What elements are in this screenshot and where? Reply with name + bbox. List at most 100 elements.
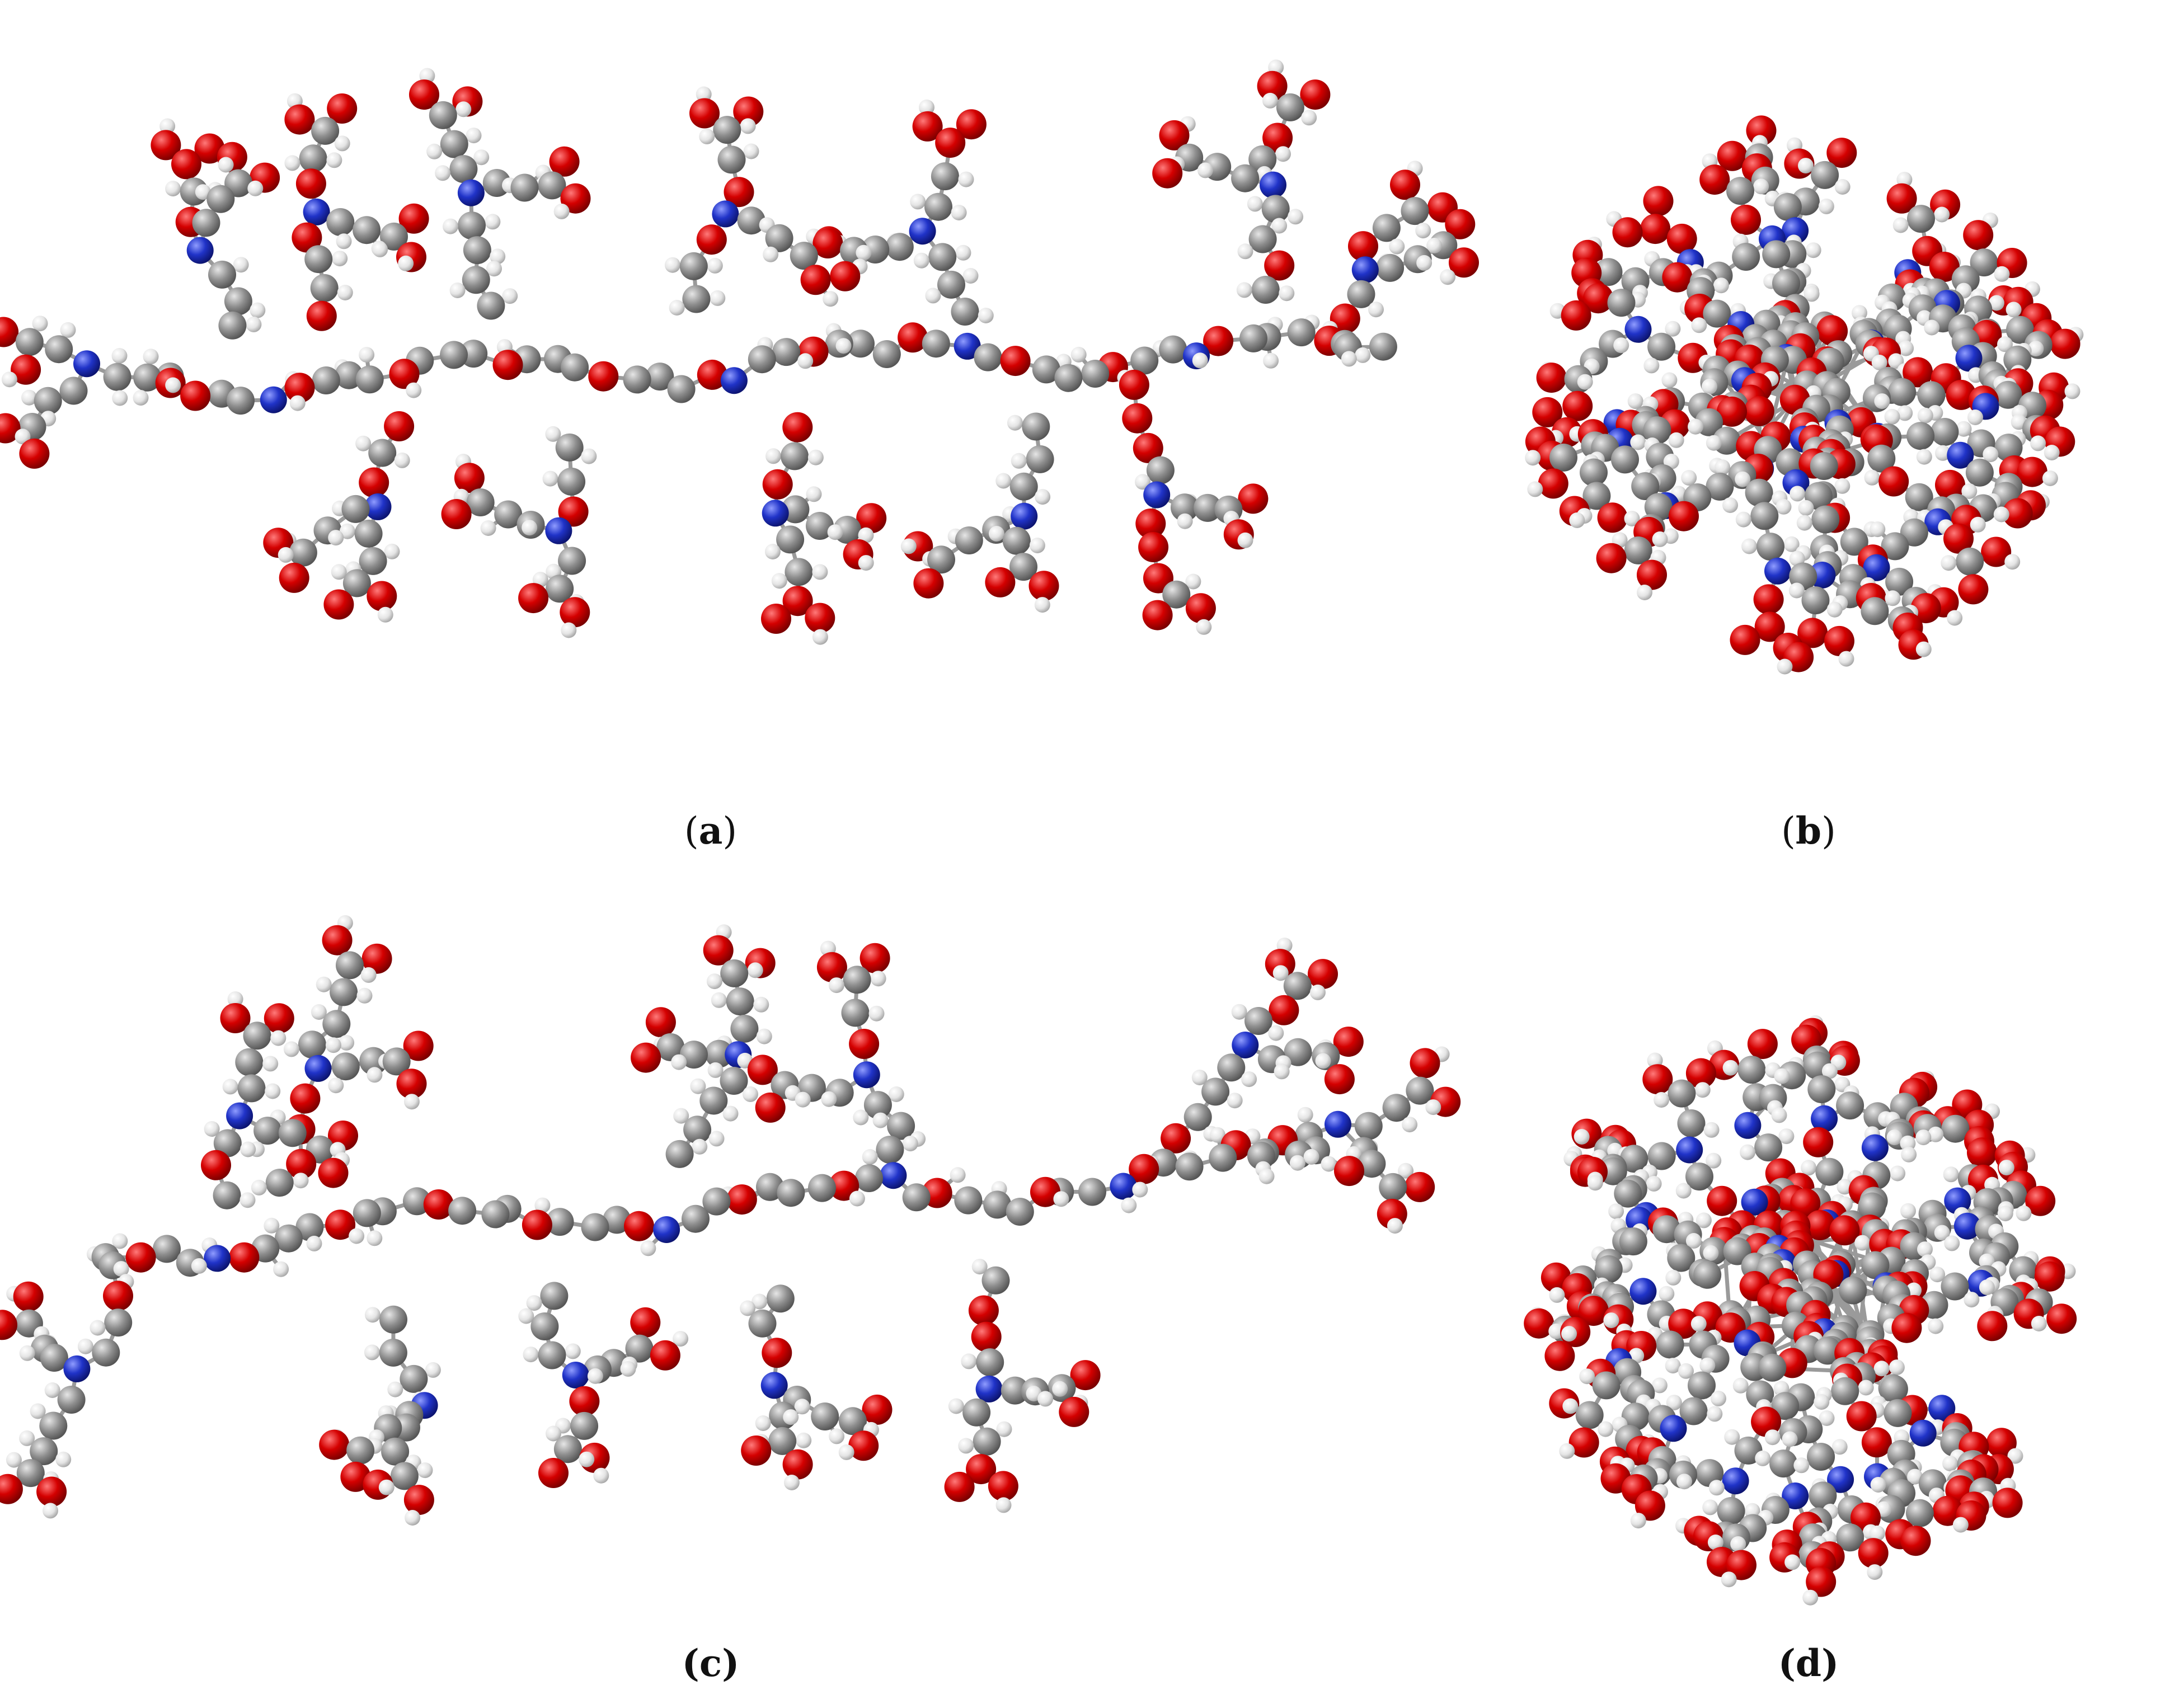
oxygen-atom [1334,1156,1364,1186]
carbon-atom [718,145,746,173]
oxygen-atom [13,1282,44,1312]
hydrogen-atom [743,1086,758,1102]
hydrogen-atom [1559,1443,1575,1459]
hydrogen-atom [1874,393,1890,409]
oxygen-atom [171,149,201,179]
hydrogen-atom [290,396,306,411]
carbon-atom [680,252,708,280]
hydrogen-atom [1715,459,1730,475]
hydrogen-atom [133,390,149,406]
oxygen-atom [1707,1186,1737,1216]
oxygen-atom [630,1307,660,1338]
oxygen-atom [697,224,727,255]
carbon-atom [153,1235,181,1263]
hydrogen-atom [1755,1451,1770,1466]
hydrogen-atom [1232,1004,1247,1020]
hydrogen-atom [710,290,725,306]
carbon-atom [1239,324,1267,352]
carbon-atom [955,526,983,554]
hydrogen-atom [1415,223,1431,238]
hydrogen-atom [273,1262,289,1277]
carbon-atom [973,1428,1001,1456]
hydrogen-atom [869,1006,885,1022]
hydrogen-atom [1628,393,1643,409]
hydrogen-atom [1654,1092,1669,1108]
carbon-atom [400,1365,428,1393]
molecule-panel-d [1524,1015,2077,1606]
hydrogen-atom [1740,1145,1755,1160]
oxygen-atom [1325,1064,1355,1094]
carbon-atom [92,1339,120,1367]
hydrogen-atom [2030,435,2046,451]
oxygen-atom [1561,300,1591,331]
hydrogen-atom [443,219,458,234]
oxygen-atom [2046,1303,2077,1334]
oxygen-atom [1122,403,1152,434]
nitrogen-atom [1629,1278,1656,1305]
carbon-atom [511,174,539,202]
oxygen-atom [2035,1262,2065,1292]
hydrogen-atom [165,378,181,393]
hydrogen-atom [78,1339,93,1354]
hydrogen-atom [1310,985,1326,1000]
carbon-atom [538,1342,566,1369]
carbon-atom [299,144,327,172]
hydrogen-atom [1777,659,1793,675]
oxygen-atom [126,1242,156,1273]
oxygen-atom [296,168,326,199]
carbon-atom [104,1309,132,1336]
hydrogen-atom [1942,1456,1958,1471]
oxygen-atom [323,590,354,620]
hydrogen-atom [1867,1564,1882,1580]
carbon-atom [440,130,468,158]
hydrogen-atom [1707,1406,1722,1422]
oxygen-atom [319,1430,349,1460]
hydrogen-atom [335,135,350,151]
hydrogen-atom [593,1468,609,1484]
hydrogen-atom [1709,1480,1725,1495]
oxygen-atom [279,563,309,593]
hydrogen-atom [1797,515,1812,531]
hydrogen-atom [394,453,410,468]
carbon-atom [781,442,809,470]
nitrogen-atom [853,1061,880,1088]
hydrogen-atom [1871,1477,1886,1493]
hydrogen-atom [2006,302,2022,317]
carbon-atom [666,1140,694,1168]
nitrogen-atom [303,199,330,225]
hydrogen-atom [1192,352,1208,368]
oxygen-atom [1803,1127,1833,1157]
carbon-atom [1758,1354,1786,1382]
nitrogen-atom [1956,345,1983,371]
carbon-atom [1081,360,1109,388]
hydrogen-atom [1953,1517,1969,1533]
carbon-atom [60,377,88,405]
oxygen-atom [985,567,1015,597]
hydrogen-atom [671,1055,687,1070]
carbon-atom [1807,1443,1835,1471]
hydrogen-atom [1368,302,1384,317]
panel-label-d: (d) [1778,1645,1839,1682]
hydrogen-atom [1806,242,1821,258]
carbon-atom [937,271,965,299]
hydrogen-atom [1132,1182,1148,1198]
hydrogen-atom [1402,1117,1417,1132]
hydrogen-atom [1711,1391,1726,1406]
carbon-atom [808,1174,836,1202]
hydrogen-atom [1587,1175,1603,1190]
hydrogen-atom [417,1462,433,1478]
hydrogen-atom [1316,1053,1331,1069]
hydrogen-atom [1416,255,1432,271]
molecule-panel-c [0,915,1460,1526]
oxygen-atom [180,381,210,411]
hydrogen-atom [191,1258,207,1274]
carbon-atom [726,987,754,1015]
hydrogen-atom [328,1077,344,1093]
hydrogen-atom [2004,554,2020,569]
hydrogen-atom [1947,610,1962,626]
hydrogen-atom [1631,1513,1646,1528]
carbon-atom [1966,459,1994,487]
hydrogen-atom [543,471,558,487]
hydrogen-atom [405,1510,420,1526]
oxygen-atom [442,499,472,529]
